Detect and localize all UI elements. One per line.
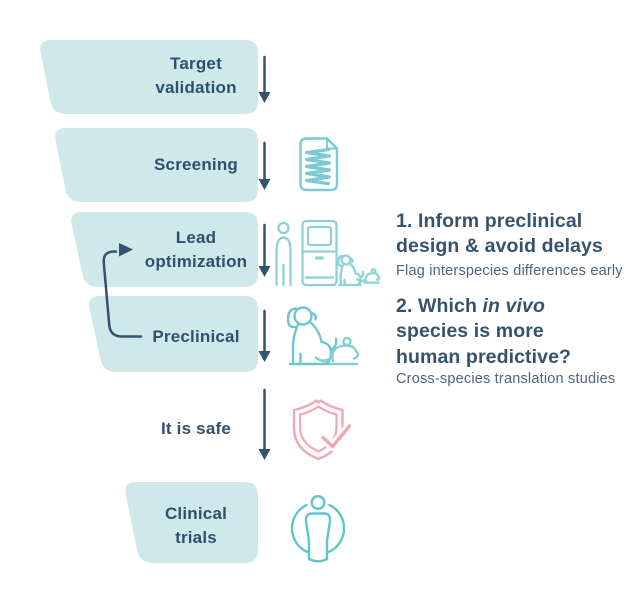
compound-library-icon bbox=[299, 137, 339, 192]
annotation-1-subtitle: Flag interspecies differences early bbox=[396, 263, 623, 279]
scientist-instrument-animals-icon bbox=[275, 219, 380, 287]
stage-label-screening: Screening bbox=[154, 155, 238, 174]
down-arrow-1 bbox=[258, 55, 271, 103]
down-arrow-2 bbox=[258, 141, 271, 190]
stage-block-preclinical bbox=[89, 296, 259, 372]
dog-icon bbox=[286, 306, 338, 366]
down-arrow-4 bbox=[258, 309, 271, 362]
instrument-icon bbox=[301, 219, 338, 287]
stage-label-preclinical: Preclinical bbox=[152, 327, 240, 346]
stage-block-target-validation bbox=[40, 40, 259, 114]
flow-arrows bbox=[102, 55, 271, 460]
annotation-2-title-suffix: species is more human predictive? bbox=[396, 320, 572, 368]
stage-label-clinical-trials: Clinical trials bbox=[164, 504, 228, 548]
annotation-2-title: 2. Which in vivo species is more human p… bbox=[396, 294, 584, 370]
scientist-icon bbox=[275, 221, 292, 287]
stage-block-lead-optimization bbox=[71, 212, 259, 287]
patient-in-circle-icon bbox=[290, 495, 346, 563]
stage-label-it-is-safe: It is safe bbox=[160, 419, 232, 438]
annotation-1-title: 1. Inform preclinical design & avoid del… bbox=[396, 210, 603, 258]
stage-label-lead-optimization: Lead optimization bbox=[144, 228, 248, 272]
annotation-2-title-prefix: 2. Which bbox=[396, 295, 483, 317]
stage-block-clinical-trials bbox=[125, 482, 258, 563]
annotation-2-subtitle: Cross-species translation studies bbox=[396, 371, 616, 387]
stage-block-screening bbox=[55, 128, 259, 202]
stage-label-target-validation: Target validation bbox=[155, 54, 237, 98]
shield-check-icon bbox=[292, 399, 354, 461]
feedback-arrow bbox=[102, 243, 143, 338]
down-arrow-3 bbox=[258, 223, 271, 277]
down-arrow-5 bbox=[258, 388, 271, 460]
dog-and-mouse-icon bbox=[286, 306, 360, 366]
annotation-2-title-italic: in vivo bbox=[482, 295, 545, 317]
funnel-blocks bbox=[40, 40, 259, 563]
